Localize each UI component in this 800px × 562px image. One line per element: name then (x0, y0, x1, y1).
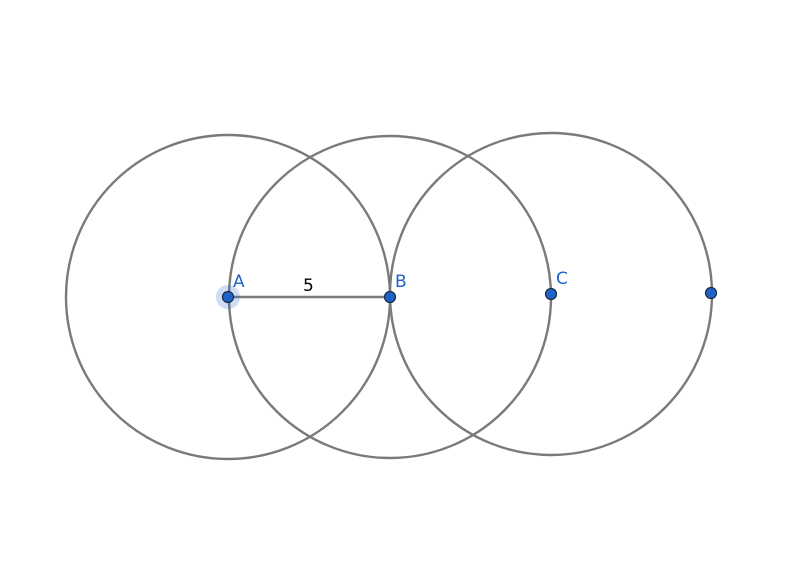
point-marker-icon[interactable] (544, 287, 558, 301)
point-label-B: B (395, 272, 407, 292)
segment-AB-length-label: 5 (303, 276, 314, 296)
point-label-A: A (233, 272, 245, 292)
point-marker-icon[interactable] (704, 286, 718, 300)
point-unlabeled-point[interactable] (704, 286, 718, 300)
point-marker-icon[interactable] (221, 290, 235, 304)
segments-layer: 5 (228, 276, 390, 299)
point-A[interactable]: A (216, 272, 245, 309)
point-B[interactable]: B (383, 272, 407, 304)
points-layer: A B C (216, 269, 718, 309)
point-C[interactable]: C (544, 269, 568, 301)
point-label-C: C (556, 269, 568, 289)
point-marker-icon[interactable] (383, 290, 397, 304)
